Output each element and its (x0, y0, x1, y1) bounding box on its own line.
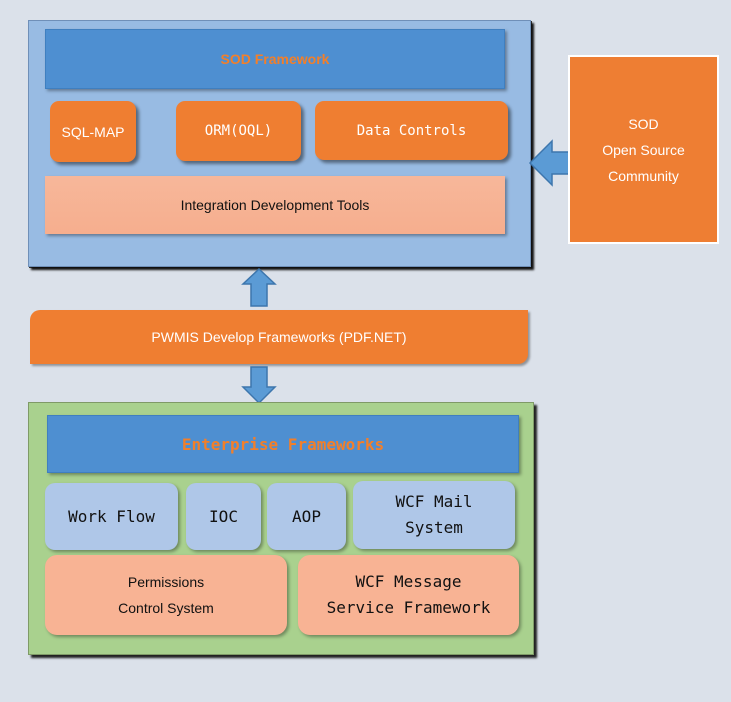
enterprise-frameworks-panel: Enterprise Frameworks Work Flow IOC AOP … (28, 402, 534, 655)
work-flow-box: Work Flow (45, 483, 178, 550)
sod-framework-title: SOD Framework (45, 29, 505, 89)
enterprise-frameworks-title: Enterprise Frameworks (47, 415, 519, 473)
sql-map-box: SQL-MAP (50, 101, 136, 162)
orm-oql-box: ORM(OQL) (176, 101, 301, 161)
community-line-3: Community (608, 167, 679, 184)
community-line-1: SOD (628, 115, 659, 132)
integration-tools-box: Integration Development Tools (45, 176, 505, 234)
wcf-mail-system-box: WCF Mail System (353, 481, 515, 549)
aop-box: AOP (267, 483, 346, 550)
wcf-message-service-box: WCF Message Service Framework (298, 555, 519, 635)
up-arrow-icon (241, 267, 277, 307)
data-controls-box: Data Controls (315, 101, 508, 160)
ioc-box: IOC (186, 483, 261, 550)
left-arrow-icon (528, 139, 571, 187)
down-arrow-icon (241, 366, 277, 405)
sod-framework-panel: SOD Framework SQL-MAP ORM(OQL) Data Cont… (28, 20, 531, 267)
pwmis-frameworks-bar: PWMIS Develop Frameworks (PDF.NET) (30, 310, 528, 364)
community-line-2: Open Source (602, 141, 685, 158)
open-source-community-box: SOD Open Source Community (568, 55, 719, 244)
permissions-control-box: Permissions Control System (45, 555, 287, 635)
